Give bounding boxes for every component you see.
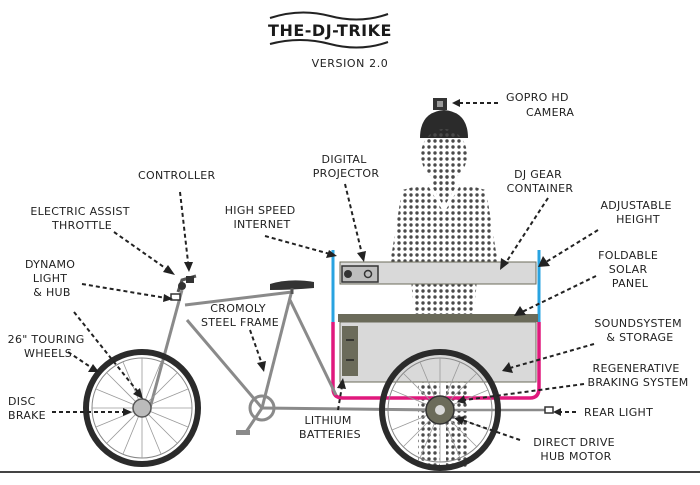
label-foldable-solar: FOLDABLE SOLAR PANEL (598, 249, 662, 290)
foldable-solar-panel (338, 314, 538, 322)
label-adjustable-height: ADJUSTABLE HEIGHT (600, 199, 675, 226)
controller-knob (178, 282, 186, 290)
dj-head (421, 129, 467, 181)
front-wheel (83, 349, 201, 467)
label-controller: CONTROLLER (138, 169, 215, 182)
label-disc-brake: DISC BRAKE (8, 395, 46, 422)
label-direct-drive: DIRECT DRIVE HUB MOTOR (533, 436, 618, 463)
title-banner: THE-DJ-TRIKE (268, 11, 392, 49)
label-dynamo: DYNAMO LIGHT & HUB (25, 258, 79, 299)
lithium-battery-pack (342, 326, 358, 376)
label-touring-wheels: 26" TOURING WHEELS (8, 333, 89, 360)
dj-gear-container (339, 261, 537, 285)
disc-brake (132, 398, 152, 418)
label-rear-light: REAR LIGHT (584, 406, 653, 419)
label-soundsystem: SOUNDSYSTEM & STORAGE (594, 317, 685, 344)
crank-chainring (248, 394, 276, 422)
label-regenerative: REGENERATIVE BRAKING SYSTEM (587, 362, 688, 389)
pedal (236, 430, 250, 435)
label-cromoly-frame: CROMOLY STEEL FRAME (201, 302, 279, 329)
helmet (420, 110, 468, 138)
cargo-box (331, 250, 541, 400)
label-electric-throttle: ELECTRIC ASSIST THROTTLE (30, 205, 133, 232)
dj-body (390, 184, 498, 318)
label-dj-gear: DJ GEAR CONTAINER (507, 168, 574, 195)
rear-wheel (379, 349, 501, 471)
label-digital-projector: DIGITAL PROJECTOR (313, 153, 380, 180)
diagram-title: THE-DJ-TRIKE (268, 21, 392, 40)
diagram-subtitle: VERSION 2.0 (312, 57, 389, 70)
label-gopro: GOPRO HD CAMERA (506, 91, 574, 119)
leader-lines (52, 99, 599, 441)
dynamo-light (170, 293, 181, 301)
saddle (270, 280, 314, 290)
label-high-speed-internet: HIGH SPEED INTERNET (225, 204, 300, 231)
label-lithium: LITHIUM BATTERIES (299, 414, 361, 441)
controller-icon (186, 276, 194, 283)
rear-light (544, 406, 554, 414)
